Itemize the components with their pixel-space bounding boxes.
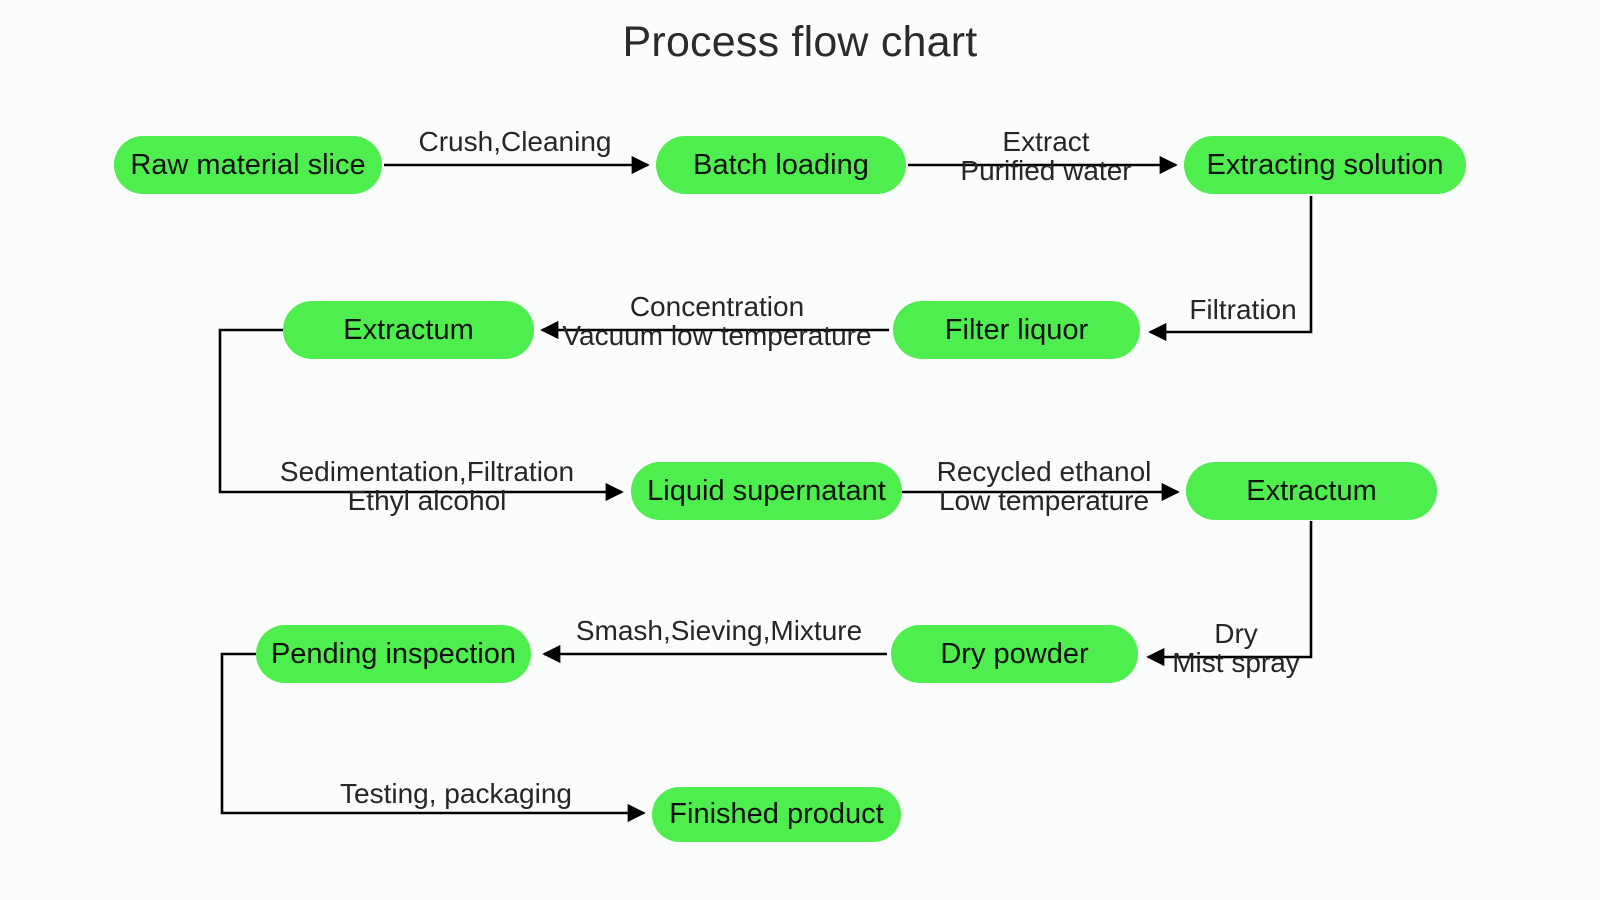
edge-label-raw-to-batch: Crush,Cleaning (418, 126, 612, 157)
edge-label-batch-to-extracting: Extract Purified water (960, 126, 1132, 186)
connector-pending-to-finished (220, 652, 646, 823)
edge-label-line: Dry (1214, 618, 1258, 649)
edge-label-line: Crush,Cleaning (418, 126, 612, 157)
node-liquid-supernatant[interactable]: Liquid supernatant (631, 462, 902, 520)
node-raw-material-slice[interactable]: Raw material slice (114, 136, 382, 194)
node-label: Batch loading (693, 148, 869, 181)
edge-label-line: Recycled ethanol (936, 456, 1152, 487)
edge-label-pending-to-finished: Testing, packaging (340, 778, 572, 809)
node-pending-inspection[interactable]: Pending inspection (256, 625, 531, 683)
node-extractum-2[interactable]: Extractum (1186, 462, 1437, 520)
edge-label-extractum-to-supernatant: Sedimentation,Filtration Ethyl alcohol (279, 456, 575, 516)
page-title: Process flow chart (622, 18, 978, 66)
node-finished-product[interactable]: Finished product (652, 787, 901, 842)
node-filter-liquor[interactable]: Filter liquor (893, 301, 1140, 359)
edge-label-line: Concentration (629, 291, 805, 322)
node-label: Extracting solution (1206, 148, 1444, 181)
connector-extracting-to-filter (1148, 196, 1313, 342)
edge-label-extracting-to-filter: Filtration (1189, 294, 1297, 325)
node-label: Dry powder (940, 637, 1089, 670)
node-extracting-solution[interactable]: Extracting solution (1184, 136, 1466, 194)
node-label: Extractum (1246, 474, 1377, 507)
node-extractum-1[interactable]: Extractum (283, 301, 534, 359)
node-label: Filter liquor (944, 313, 1089, 346)
edge-label-line: Low temperature (938, 484, 1150, 516)
node-label: Liquid supernatant (647, 474, 886, 507)
connector-extractum2-to-drypowder (1146, 521, 1313, 667)
edge-label-supernatant-to-extractum2: Recycled ethanol Low temperature (936, 456, 1152, 516)
node-label: Raw material slice (130, 148, 366, 181)
edge-label-line: Mist spray (1172, 646, 1300, 678)
edge-label-line: Filtration (1189, 294, 1297, 325)
edge-label-line: Sedimentation,Filtration (279, 456, 575, 487)
node-label: Extractum (343, 313, 474, 346)
edge-label-line: Vacuum low temperature (562, 319, 872, 351)
edge-label-filter-to-extractum: Concentration Vacuum low temperature (562, 291, 872, 351)
edge-label-extractum2-to-drypowder: Dry Mist spray (1172, 618, 1300, 678)
node-batch-loading[interactable]: Batch loading (656, 136, 906, 194)
node-label: Pending inspection (270, 637, 517, 670)
edge-label-line: Purified water (960, 154, 1132, 186)
node-label: Finished product (669, 798, 884, 830)
node-dry-powder[interactable]: Dry powder (891, 625, 1138, 683)
edge-label-drypowder-to-pending: Smash,Sieving,Mixture (575, 615, 863, 646)
edge-label-line: Testing, packaging (340, 778, 572, 809)
edge-label-line: Ethyl alcohol (347, 484, 507, 516)
connector-extractum-to-supernatant (218, 328, 624, 502)
edge-label-line: Extract (1002, 126, 1090, 157)
edge-label-line: Smash,Sieving,Mixture (575, 615, 863, 646)
